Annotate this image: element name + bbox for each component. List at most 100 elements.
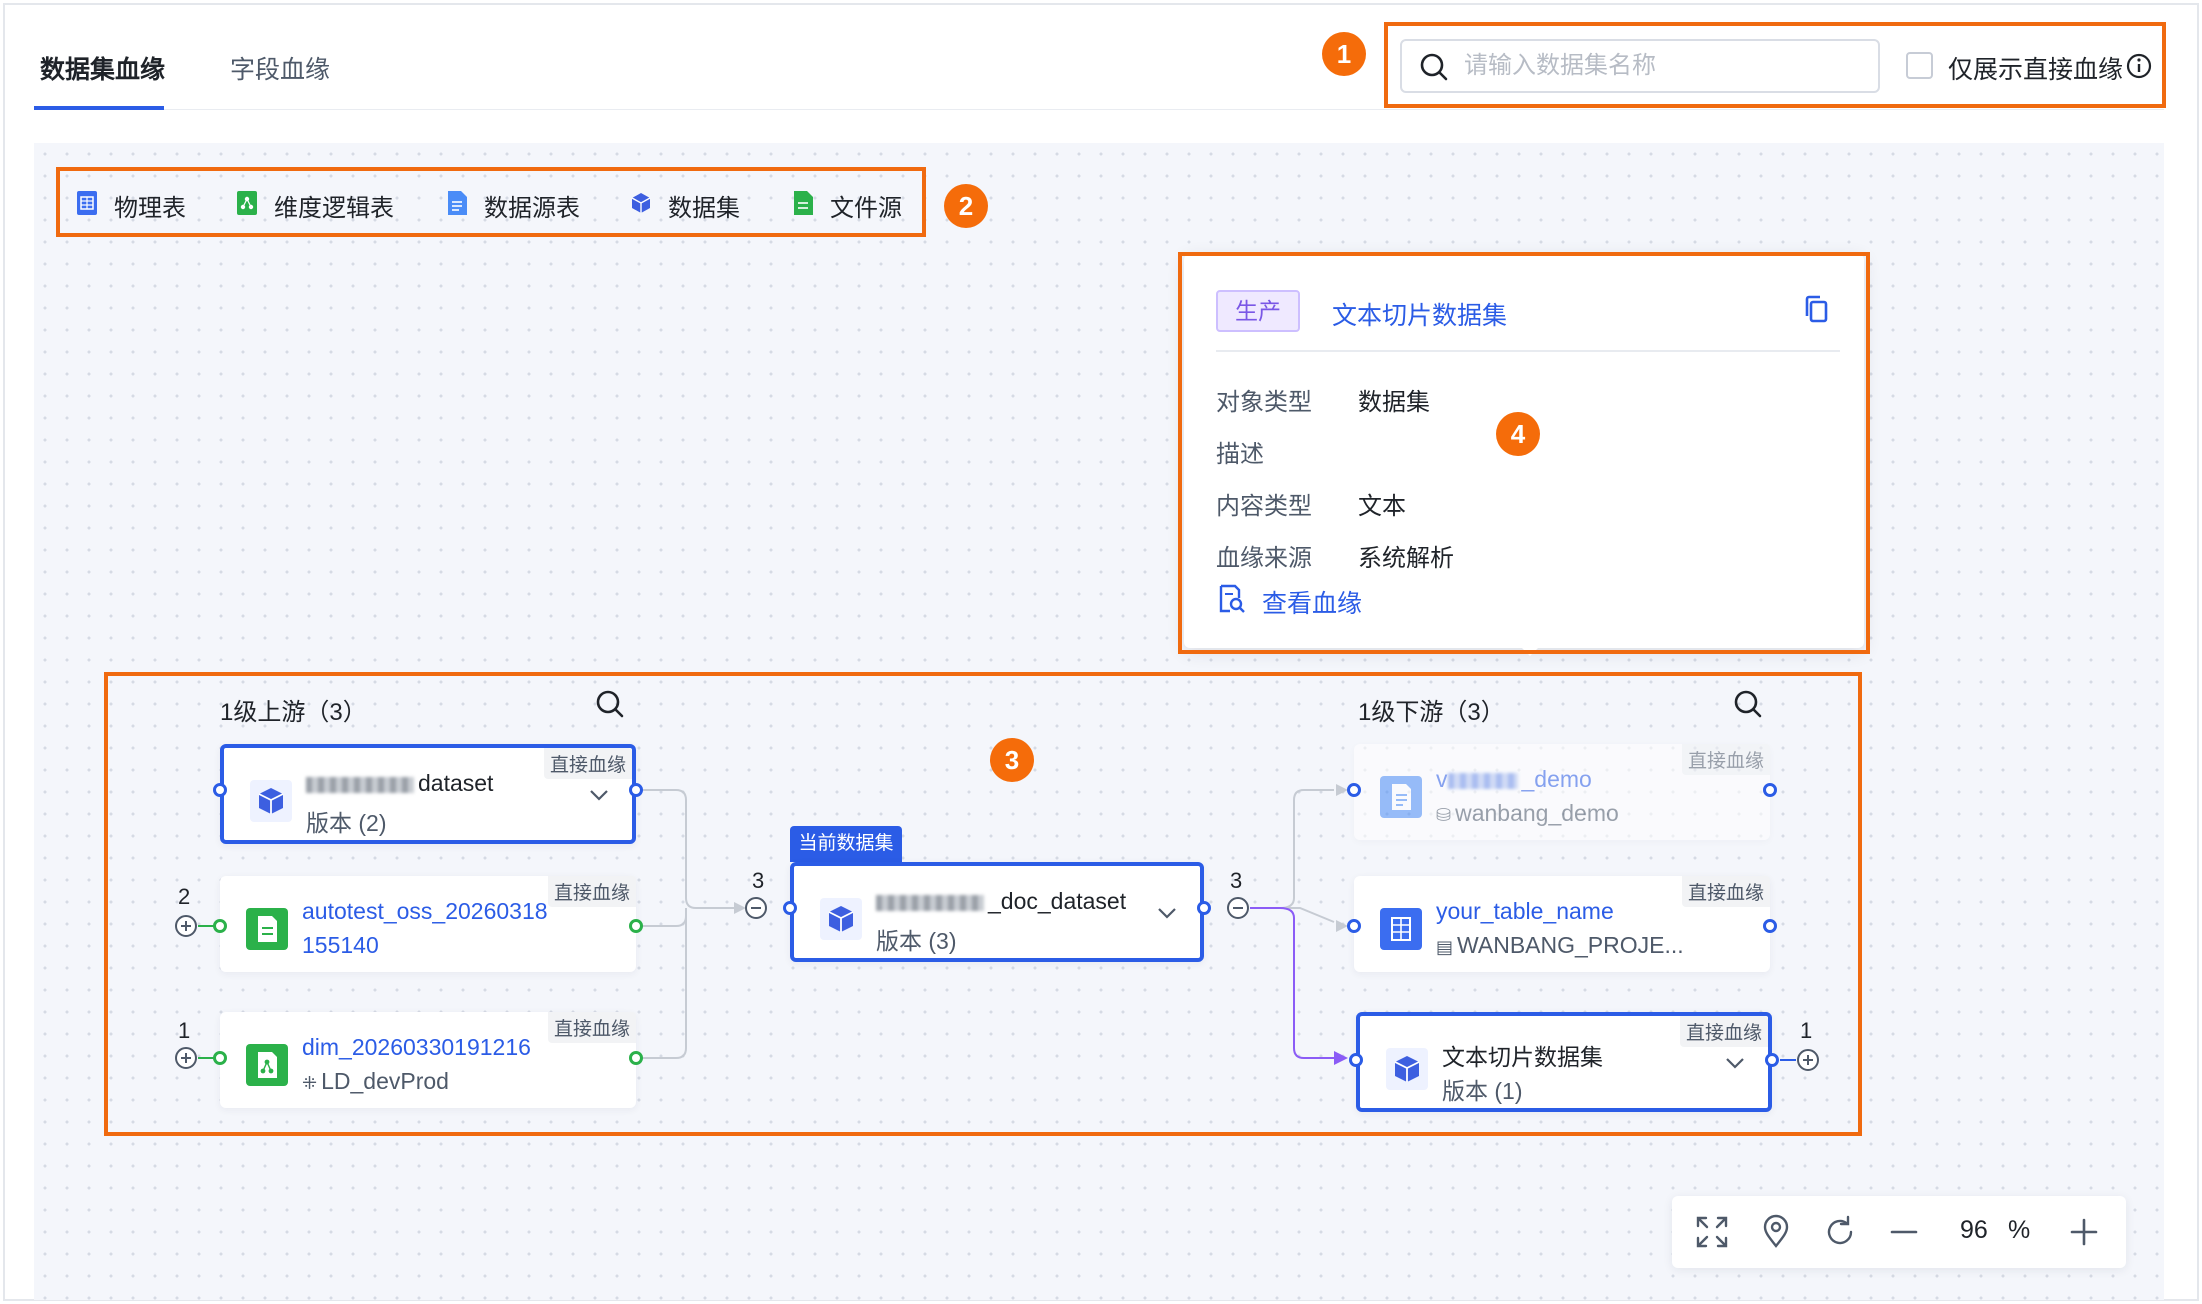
node-name-line2[interactable]: 155140 [302,932,379,958]
annotation-badge-3: 3 [990,738,1034,782]
chevron-down-icon[interactable] [588,788,610,802]
node-name[interactable]: v_demo [1436,766,1592,792]
popup-title[interactable]: 文本切片数据集 [1332,302,1508,330]
current-dataset-label: 当前数据集 [790,826,902,862]
node-name[interactable]: dim_20260330191216 [302,1034,531,1060]
lineage-source-value: 系统解析 [1358,545,1454,572]
direct-lineage-tag: 直接血缘 [543,748,632,779]
expand-plus-icon[interactable] [174,914,198,938]
node-port-right[interactable] [629,783,643,797]
legend-dataset: 数据集 [668,195,740,222]
node-port-right[interactable] [1763,919,1777,933]
upstream-node-autotest-oss[interactable]: autotest_oss_20260318 155140 直接血缘 [220,876,636,972]
upstream-node-dataset[interactable]: dataset 版本 (2) 直接血缘 [220,744,636,844]
node-name: _doc_dataset [876,888,1126,915]
annotation-box-4 [1178,252,1870,654]
copy-icon[interactable] [1802,294,1832,326]
annotation-box-1 [1384,22,2166,108]
lineage-source-label: 血缘来源 [1216,545,1312,572]
content-type-label: 内容类型 [1216,493,1312,520]
collapse-minus-icon[interactable] [1226,896,1250,920]
node-port-left[interactable] [1347,783,1361,797]
canvas-toolbar: 96 % [1672,1196,2126,1268]
collapse-count-left: 3 [752,868,765,893]
node-port-left[interactable] [1347,919,1361,933]
locate-icon[interactable] [1758,1214,1794,1250]
upstream-node-dim[interactable]: dim_20260330191216 ⁜LD_devProd 直接血缘 [220,1012,636,1108]
tree-icon: ⁜ [302,1073,318,1093]
port-link [1780,1059,1796,1061]
view-lineage-icon[interactable] [1218,584,1246,614]
table-icon: ▤ [1436,937,1454,957]
downstream-node-your-table[interactable]: your_table_name ▤WANBANG_PROJE... 直接血缘 [1354,876,1770,972]
node-port-left[interactable] [1349,1053,1363,1067]
direct-lineage-tag: 直接血缘 [547,876,636,907]
dimension-logic-table-icon [237,191,257,215]
legend-file-source: 文件源 [830,195,902,222]
expand-count: 2 [178,884,191,909]
legend-dimension-logic-table: 维度逻辑表 [274,195,394,222]
file-source-icon [246,908,288,950]
physical-table-icon [77,191,97,215]
legend-physical-table: 物理表 [114,195,186,222]
env-tag: 生产 [1216,290,1300,332]
dataset-detail-popup: 生产 文本切片数据集 对象类型 数据集 描述 内容类型 文本 血缘来源 系统解析… [1184,254,1864,648]
node-name[interactable]: your_table_name [1436,898,1614,924]
node-port-right[interactable] [629,919,643,933]
downstream-node-demo[interactable]: v_demo ⛁wanbang_demo 直接血缘 [1354,744,1770,840]
collapse-minus-icon[interactable] [744,896,768,920]
node-port-right[interactable] [629,1051,643,1065]
downstream-search-icon[interactable] [1732,688,1764,720]
dataset-search-input[interactable] [1464,41,1864,91]
zoom-percent-sign: % [2008,1216,2031,1244]
tab-field-lineage[interactable]: 字段血缘 [230,56,331,84]
node-version: 版本 (1) [1442,1078,1523,1104]
zoom-out-icon[interactable] [1886,1214,1922,1250]
chevron-down-icon[interactable] [1724,1056,1746,1070]
datasource-table-icon [1380,776,1422,818]
port-link [198,1057,214,1059]
node-port-right[interactable] [1765,1053,1779,1067]
node-port-left[interactable] [783,901,797,915]
node-port-left[interactable] [213,1051,227,1065]
object-type-value: 数据集 [1358,389,1430,416]
collapse-count-right: 3 [1230,868,1243,893]
dataset-cube-icon [631,193,651,213]
fit-view-icon[interactable] [1694,1214,1730,1250]
tab-dataset-lineage[interactable]: 数据集血缘 [40,56,166,84]
direct-lineage-tag: 直接血缘 [1679,1016,1768,1047]
node-port-right[interactable] [1763,783,1777,797]
node-name: 文本切片数据集 [1442,1044,1603,1070]
datasource-table-icon [448,191,467,215]
node-version: 版本 (3) [876,928,957,954]
direct-lineage-label[interactable]: 仅展示直接血缘 [1948,56,2124,84]
node-name[interactable]: autotest_oss_20260318 [302,898,548,924]
direct-lineage-tag: 直接血缘 [547,1012,636,1043]
chevron-down-icon[interactable] [1156,906,1178,920]
expand-plus-icon[interactable] [174,1046,198,1070]
content-type-value: 文本 [1358,493,1406,520]
zoom-in-icon[interactable] [2066,1214,2102,1250]
dataset-cube-icon [820,898,862,940]
expand-plus-icon[interactable] [1796,1048,1820,1072]
active-tab-underline [34,106,164,110]
node-source: ⁜LD_devProd [302,1068,449,1094]
node-port-left[interactable] [213,783,227,797]
node-port-right[interactable] [1197,901,1211,915]
refresh-icon[interactable] [1822,1214,1858,1250]
view-lineage-link[interactable]: 查看血缘 [1262,590,1363,618]
direct-lineage-tag: 直接血缘 [1681,744,1770,775]
popup-divider [1216,350,1840,352]
upstream-search-icon[interactable] [594,688,626,720]
redacted-text [1447,772,1518,789]
direct-lineage-tag: 直接血缘 [1681,876,1770,907]
upstream-title: 1级上游（3） [220,699,367,726]
info-icon[interactable] [2125,52,2153,80]
node-port-left[interactable] [213,919,227,933]
node-source: ▤WANBANG_PROJE... [1436,932,1684,958]
dimension-logic-table-icon [246,1044,288,1086]
zoom-level[interactable]: 96 [1960,1216,1988,1244]
direct-lineage-checkbox[interactable] [1906,52,1933,79]
redacted-text [876,894,984,911]
dataset-search-box[interactable] [1400,39,1880,93]
